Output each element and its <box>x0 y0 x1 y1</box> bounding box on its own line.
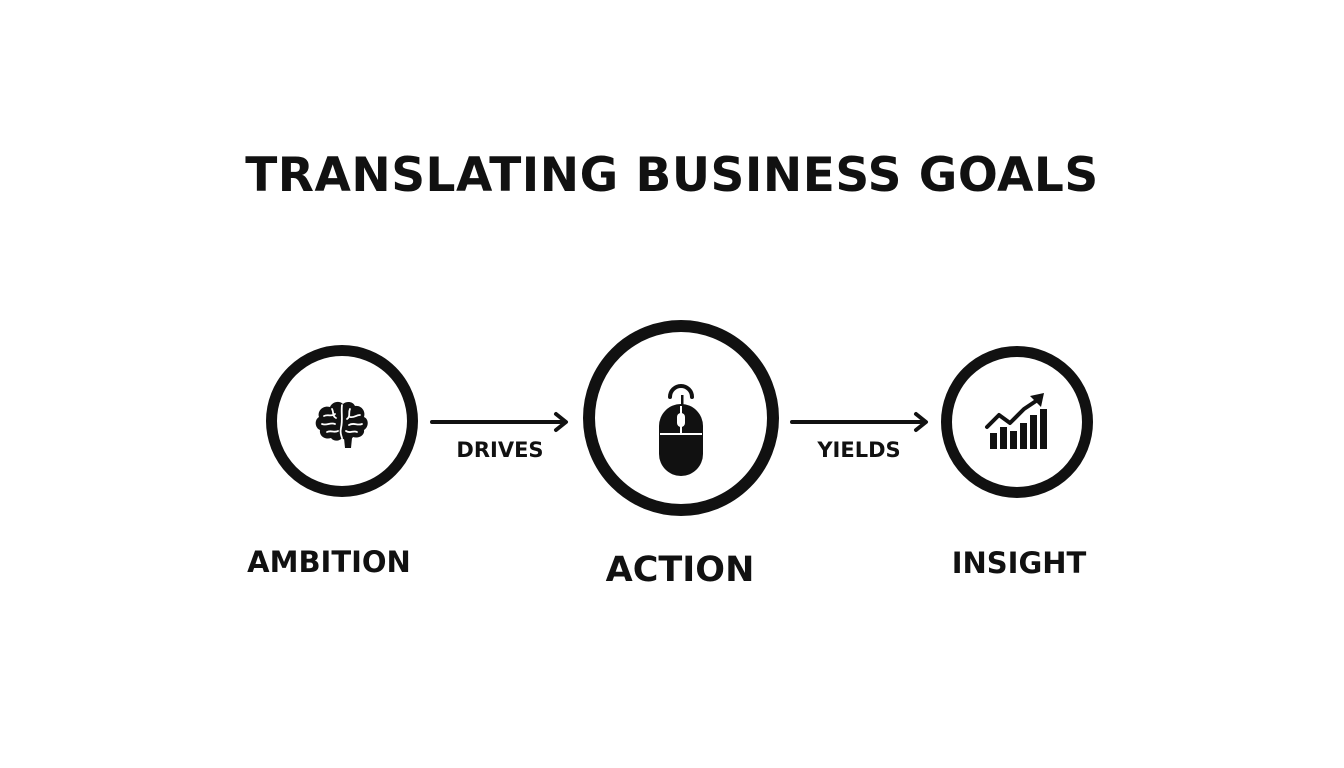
yields-arrow <box>790 412 928 432</box>
mouse-icon <box>659 384 703 476</box>
diagram-title: TRANSLATING BUSINESS GOALS <box>245 148 1099 203</box>
insight-label: INSIGHT <box>951 546 1087 580</box>
growth-chart-icon <box>985 393 1047 449</box>
insight-node <box>941 346 1093 498</box>
action-label: ACTION <box>605 550 755 590</box>
drives-arrow <box>430 412 568 432</box>
ambition-label: AMBITION <box>247 545 411 579</box>
yields-label: YIELDS <box>817 438 901 462</box>
brain-icon <box>315 401 368 448</box>
ambition-node <box>266 345 418 497</box>
drives-label: DRIVES <box>456 438 544 462</box>
action-node <box>583 320 779 516</box>
